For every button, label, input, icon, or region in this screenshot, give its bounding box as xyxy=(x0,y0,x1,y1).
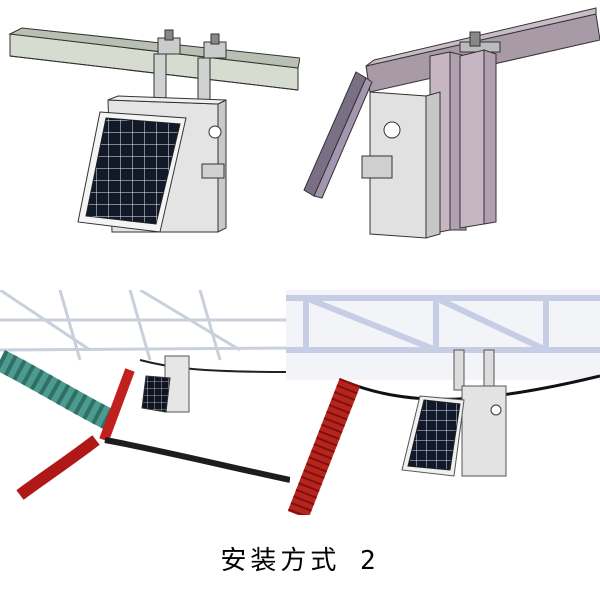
installation-render-left xyxy=(0,290,290,515)
installation-render-right xyxy=(286,290,600,515)
render-side-view xyxy=(300,0,600,260)
mounting-clamp-right xyxy=(197,33,227,107)
solar-panel-edge xyxy=(303,71,373,199)
monitoring-device xyxy=(141,355,190,413)
cable xyxy=(104,359,290,483)
insulator-string-green xyxy=(0,350,115,430)
insulator-red xyxy=(287,377,361,515)
monitoring-device xyxy=(401,349,507,477)
figure-caption: 安装方式 2 xyxy=(220,546,380,576)
insulator-red xyxy=(16,368,135,500)
battery-box xyxy=(361,91,441,239)
mounting-clamp-left xyxy=(153,29,181,105)
steel-truss xyxy=(0,290,290,361)
solar-panel xyxy=(77,111,187,233)
render-front-view xyxy=(0,0,300,260)
steel-truss xyxy=(286,295,600,353)
